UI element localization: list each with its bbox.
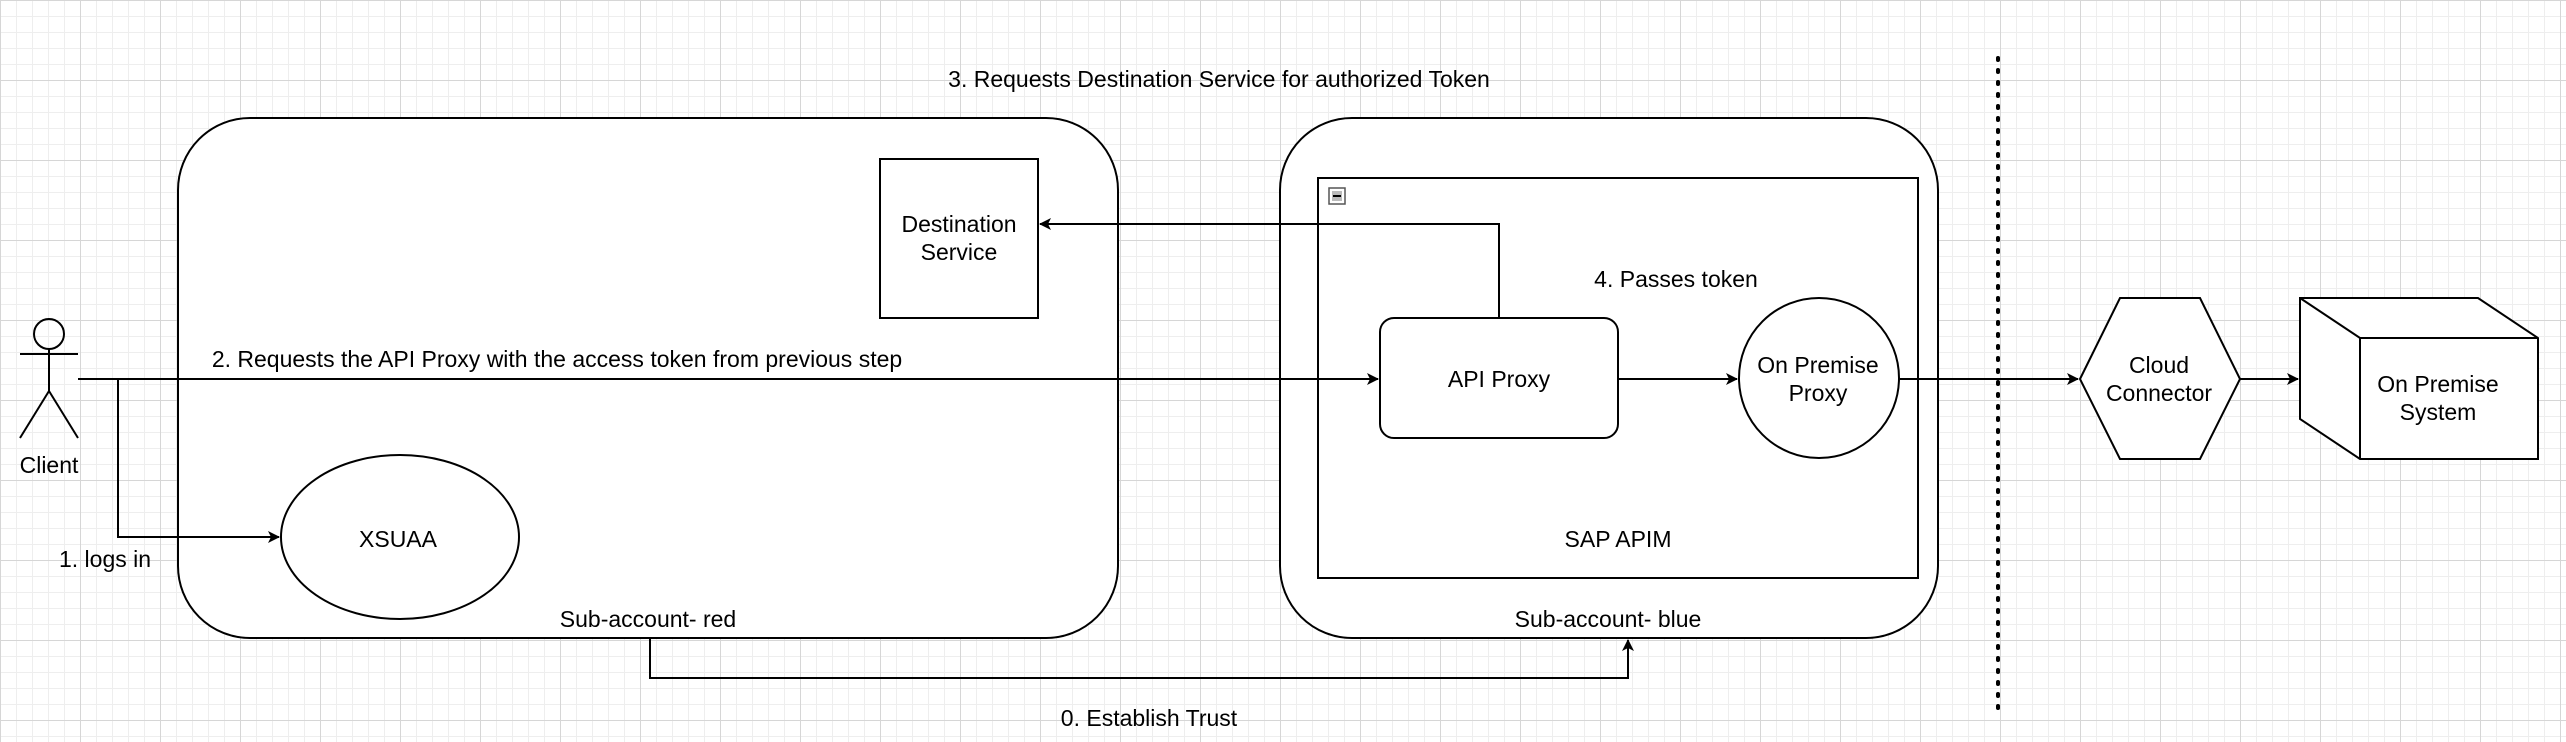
api-proxy-label: API Proxy (1447, 366, 1551, 392)
client-label: Client (19, 452, 79, 478)
step0-label: 0. Establish Trust (1060, 705, 1238, 731)
step4-label: 4. Passes token (1594, 266, 1758, 292)
edge-step0-establish-trust[interactable] (649, 638, 1634, 679)
sap-apim-label: SAP APIM (1564, 526, 1672, 552)
on-premise-system-cube[interactable] (2299, 297, 2539, 460)
on-premise-system-label: On Premise System (2377, 371, 2499, 425)
step3-label: 3. Requests Destination Service for auth… (948, 66, 1490, 92)
edge-step1-client-to-xsuaa[interactable] (117, 379, 280, 543)
on-premise-proxy-label: On Premise Proxy (1757, 352, 1879, 406)
xsuaa-ellipse[interactable] (280, 454, 520, 620)
xsuaa-label: XSUAA (359, 526, 437, 552)
step2-label: 2. Requests the API Proxy with the acces… (211, 346, 903, 372)
step1-label: 1. logs in (58, 546, 152, 572)
edge-step3-api-proxy-to-destination[interactable] (1039, 218, 1500, 318)
person-actor-icon[interactable] (19, 318, 79, 439)
collapse-minus-icon[interactable] (1328, 187, 1346, 205)
destination-service-label: Destination Service (901, 211, 1017, 265)
subaccount-red-label: Sub-account- red (559, 606, 737, 632)
cloud-connector-label: Cloud Connector (2105, 352, 2213, 406)
destination-service-box[interactable] (879, 158, 1039, 319)
subaccount-blue-label: Sub-account- blue (1514, 606, 1702, 632)
